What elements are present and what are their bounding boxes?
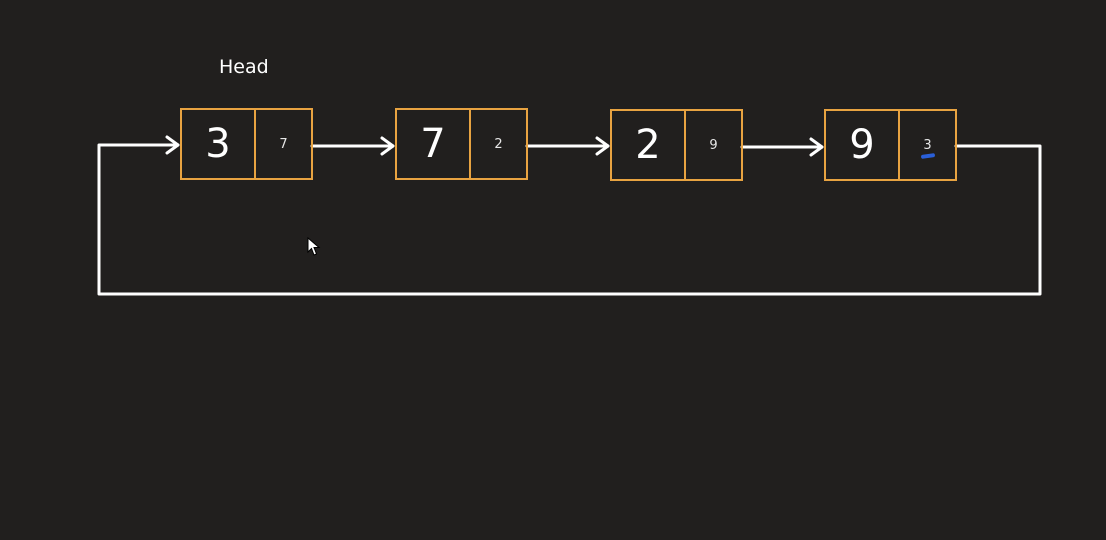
mouse-cursor-icon — [307, 237, 321, 256]
node-next-label: 3 — [923, 137, 932, 153]
node-value: 7 — [397, 110, 471, 178]
list-node-3: 2 9 — [610, 109, 743, 181]
node-value: 9 — [826, 111, 900, 179]
node-next-pointer: 9 — [709, 137, 718, 153]
arrow-tail-to-head-loop — [97, 143, 1042, 296]
node-next-pointer: 2 — [494, 136, 503, 152]
node-next-pointer: 3 — [900, 111, 955, 179]
node-next-pointer: 7 — [279, 136, 288, 152]
node-value: 3 — [182, 110, 256, 178]
list-node-2: 7 2 — [395, 108, 528, 180]
list-node-1: 3 7 — [180, 108, 313, 180]
ink-scribble — [920, 153, 936, 159]
head-label: Head — [219, 56, 269, 78]
node-value: 2 — [612, 111, 686, 179]
list-node-4: 9 3 — [824, 109, 957, 181]
